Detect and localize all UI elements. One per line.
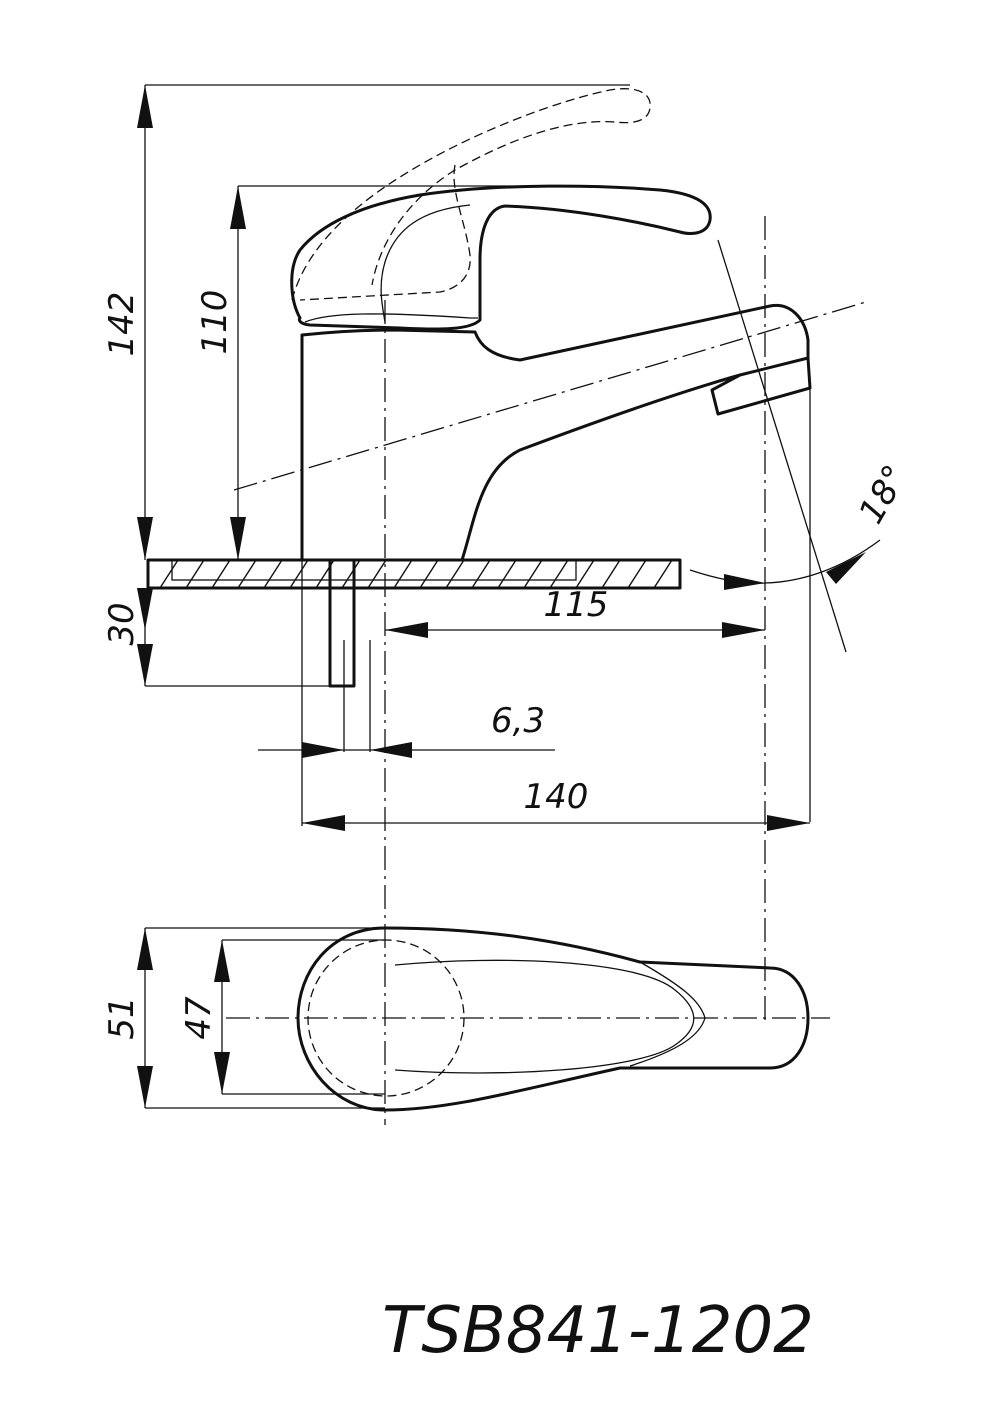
countertop-section [146,558,682,826]
outlet-angle-line [717,239,847,653]
lever-raised-outline [291,88,651,301]
top-view [226,926,830,1112]
dim-47-label: 47 [179,996,219,1040]
lever-raised-inner [299,164,471,301]
lever-outline [290,184,712,331]
dim-115-label: 115 [544,585,609,625]
dim-142-label: 142 [102,292,142,357]
dim-6-3-label: 6,3 [491,701,545,741]
dim-140-label: 140 [524,777,589,817]
dimensions-top: 51 47 [102,927,385,1109]
dim-51-label: 51 [102,996,142,1039]
side-view [233,88,867,1125]
countertop-recess [171,559,577,581]
lever-inner-curve [380,204,471,323]
dim-angle-arc [689,539,881,584]
dim-30-label: 30 [102,602,142,645]
spout-axis-line [233,301,867,491]
countertop-hatching [159,559,673,589]
model-number: TSB841-1202 [382,1294,814,1368]
dim-110-label: 110 [195,290,235,355]
dim-angle-label: 18° [851,458,916,530]
dimensions-side: 142 110 30 115 6,3 140 18° [102,84,916,831]
mounting-shank [328,558,356,688]
top-view-outline [296,926,810,1112]
cartridge-cap [304,313,478,323]
faucet-body-outline [300,303,812,562]
lever-top-outline [394,959,695,1074]
